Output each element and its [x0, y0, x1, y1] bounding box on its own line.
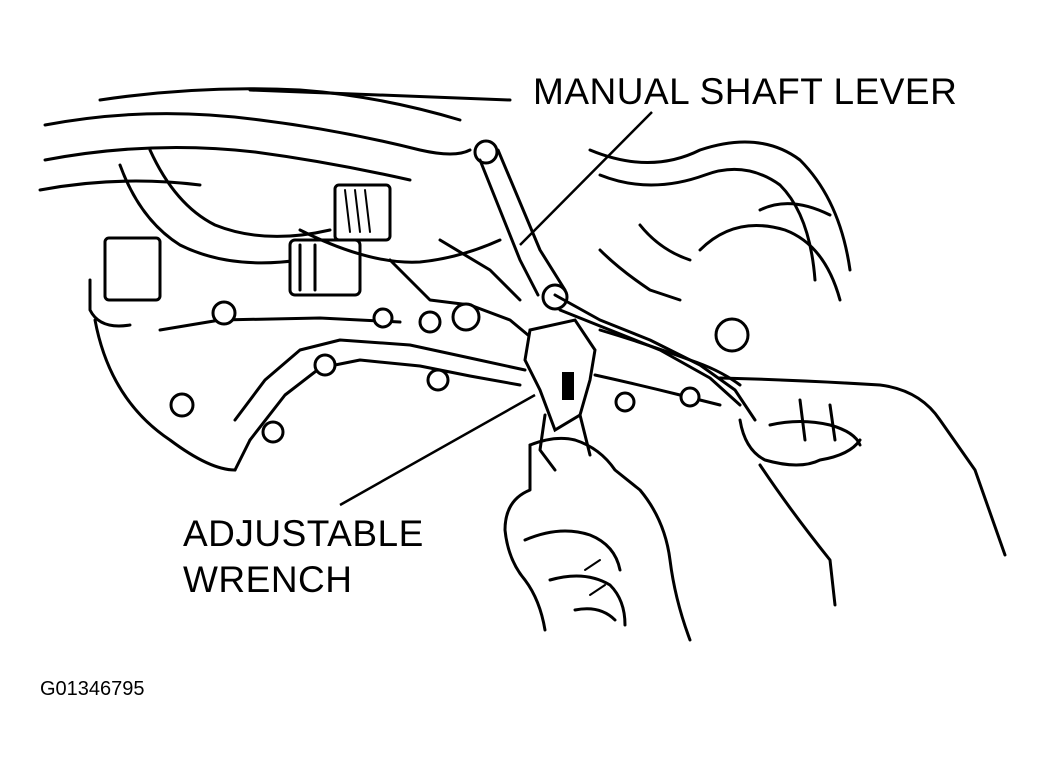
hoses [38, 87, 852, 302]
adjustable-wrench [523, 318, 597, 472]
transmission-case [93, 223, 742, 472]
manual-shaft-lever [478, 148, 757, 422]
hand-left [503, 436, 692, 642]
bolts [169, 139, 750, 444]
manual-shaft-lever-label: MANUAL SHAFT LEVER [533, 71, 958, 112]
adjustable-label: ADJUSTABLE [183, 513, 424, 554]
wrench-label: WRENCH [183, 559, 353, 600]
connector-left [88, 183, 392, 328]
hand-right [718, 376, 1007, 607]
leader-lines [339, 111, 653, 507]
figure-id: G01346795 [40, 678, 145, 700]
